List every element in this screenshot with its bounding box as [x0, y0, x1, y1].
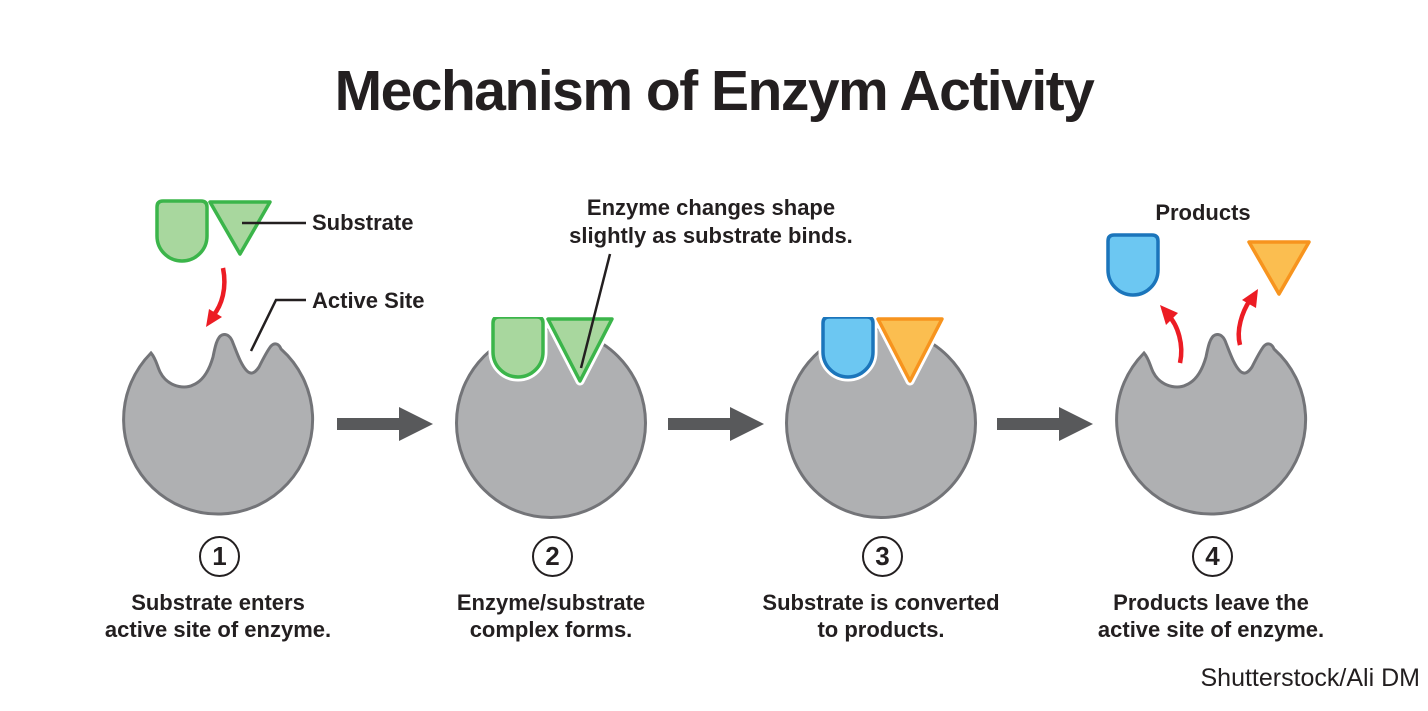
step2-caption-line1: Enzyme/substrate	[456, 590, 646, 615]
step4-caption-line1: Products leave the	[1113, 590, 1309, 615]
product-u-path	[1106, 233, 1160, 297]
substrate-enter-arrow-icon	[211, 267, 227, 318]
enzyme-substrate-complex	[455, 317, 647, 519]
step-caption-2: Enzyme/substrate complex forms.	[391, 589, 711, 643]
enzyme-note-line1: Enzyme changes shape	[586, 195, 836, 220]
bound-product-u	[821, 317, 875, 379]
enzyme-body	[1115, 333, 1308, 516]
product-triangle-poly	[1247, 240, 1311, 296]
step-number-badge-3: 3	[862, 536, 903, 577]
step-number-3: 3	[875, 541, 890, 571]
product-u-shape	[1106, 233, 1160, 297]
right-arrow-icon-2	[668, 407, 764, 441]
enzyme-body	[455, 327, 647, 519]
enzyme-note-line2: slightly as substrate binds.	[569, 223, 853, 248]
bound-product-triangle	[876, 317, 944, 383]
substrate-triangle-shape	[208, 200, 272, 256]
step-number-badge-1: 1	[199, 536, 240, 577]
enzyme-shape-step1	[122, 333, 315, 516]
right-arrow-icon-3	[997, 407, 1093, 441]
right-arrow-poly-3	[997, 407, 1093, 441]
step-caption-1: Substrate enters active site of enzyme.	[58, 589, 378, 643]
step1-caption-line1: Substrate enters	[131, 590, 305, 615]
substrate-triangle-poly	[208, 200, 272, 256]
watermark-credit: Shutterstock/Ali DM	[1200, 664, 1420, 692]
step3-caption-line1: Substrate is converted	[762, 590, 1000, 615]
substrate-u-shape	[155, 199, 209, 263]
enzyme-note: Enzyme changes shape slightly as substra…	[491, 194, 931, 250]
enzyme-body	[122, 333, 315, 516]
step-caption-4: Products leave the active site of enzyme…	[1051, 589, 1371, 643]
step-number-badge-2: 2	[532, 536, 573, 577]
right-arrow-icon-1	[337, 407, 433, 441]
active-site-label: Active Site	[312, 288, 425, 313]
products-label: Products	[1155, 200, 1251, 225]
step4-caption-line2: active site of enzyme.	[1097, 617, 1325, 642]
right-arrow-poly-2	[668, 407, 764, 441]
step-caption-3: Substrate is converted to products.	[721, 589, 1041, 643]
step2-caption-line2: complex forms.	[469, 617, 633, 642]
step3-caption-line2: to products.	[817, 617, 945, 642]
step-number-4: 4	[1205, 541, 1220, 571]
bound-substrate-u	[491, 317, 545, 379]
step1-caption-line2: active site of enzyme.	[104, 617, 332, 642]
product-triangle-shape	[1247, 240, 1311, 296]
step-number-2: 2	[545, 541, 560, 571]
page-title: Mechanism of Enzym Activity	[334, 59, 1095, 123]
enzyme-product-complex	[785, 317, 977, 519]
enzyme-body	[785, 327, 977, 519]
enzyme-shape-step4	[1115, 333, 1308, 516]
substrate-u-path	[155, 199, 209, 263]
step-number-1: 1	[212, 541, 227, 571]
right-arrow-poly-1	[337, 407, 433, 441]
step-number-badge-4: 4	[1192, 536, 1233, 577]
substrate-label: Substrate	[312, 210, 414, 235]
